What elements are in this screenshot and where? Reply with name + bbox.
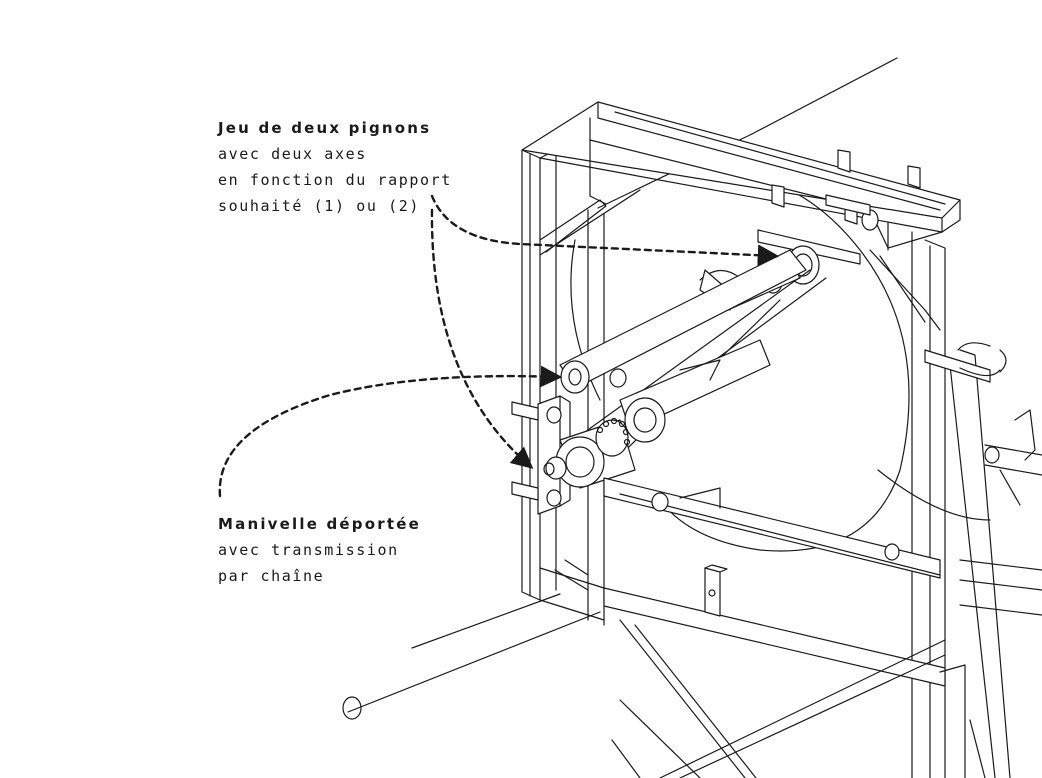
frame-lower-bar	[539, 564, 946, 687]
leader-pinions-top	[430, 194, 780, 266]
top-bolts	[771, 149, 921, 231]
annotation-crank-line-1: avec transmission	[218, 541, 399, 559]
leader-crank	[218, 365, 563, 498]
leader-pinions-lower	[430, 208, 534, 469]
annotation-pinions-line-1: avec deux axes	[218, 145, 367, 163]
annotation-pinions-line-3: souhaité (1) ou (2)	[218, 197, 420, 215]
crank-housing	[511, 368, 666, 515]
annotation-pinions-line-2: en fonction du rapport	[218, 171, 452, 189]
right-pole	[924, 342, 1042, 778]
frame-top-bar	[521, 101, 961, 249]
annotation-pinions: Jeu de deux pignons avec deux axes en fo…	[218, 115, 452, 219]
callout-leaders	[218, 194, 780, 498]
frame-lower-diagonals	[554, 559, 946, 778]
annotation-pinions-title: Jeu de deux pignons	[218, 119, 432, 137]
drum-wheel	[570, 172, 991, 552]
frame-braces	[539, 189, 941, 626]
frame-left-upright	[521, 149, 557, 601]
annotation-crank-line-2: par chaîne	[218, 567, 325, 585]
frame-mid-bar	[603, 477, 941, 579]
annotation-crank: Manivelle déportée avec transmission par…	[218, 511, 421, 589]
annotation-crank-title: Manivelle déportée	[218, 515, 421, 533]
frame-right-upright	[911, 231, 946, 778]
